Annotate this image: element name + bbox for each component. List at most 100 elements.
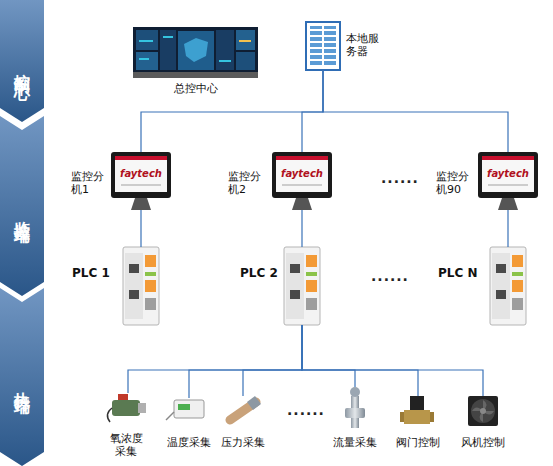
screen-panel <box>136 30 158 50</box>
device-node: 流量采集 <box>342 387 368 428</box>
connector-line <box>302 325 355 387</box>
oxygen-sensor <box>112 400 140 416</box>
screen-map <box>178 31 214 70</box>
plc-terminal <box>145 280 156 292</box>
valve-coil <box>410 396 424 410</box>
node-label: 监控分机90 <box>436 170 472 196</box>
valve-body <box>404 410 430 424</box>
monitor-line <box>488 184 528 186</box>
connector-line <box>323 70 508 152</box>
screen-bar <box>139 58 149 60</box>
plc-port <box>496 290 506 299</box>
sensor-cap <box>138 403 146 413</box>
node-label: 监控分机1 <box>71 170 107 196</box>
plc-body <box>284 247 320 325</box>
screen-desk <box>133 72 258 78</box>
monitor-bezel <box>478 152 538 198</box>
screen-bar <box>219 60 231 62</box>
connector-line <box>507 210 508 247</box>
node-label: 流量采集 <box>327 436 383 449</box>
plc-led <box>145 272 156 276</box>
connector-line <box>301 210 302 247</box>
monitor-bezel <box>272 152 332 198</box>
sensor-plug <box>118 394 128 400</box>
valve-port <box>400 412 404 422</box>
control-center: 总控中心 <box>133 27 258 78</box>
map-shape <box>184 38 208 62</box>
plc-body <box>123 247 159 325</box>
screen-panel <box>136 52 158 70</box>
monitor-line <box>282 184 322 186</box>
plc-panel <box>492 253 510 319</box>
screen-panel <box>236 30 255 50</box>
monitor-node: 监控分机1 <box>111 152 171 210</box>
monitor-band <box>276 156 328 160</box>
chevron-outline <box>0 288 44 466</box>
node-label: 监控分机2 <box>228 170 264 196</box>
ellipsis: ...... <box>366 270 414 283</box>
plc-node: PLC 2 <box>284 247 320 325</box>
plc-led <box>306 272 317 276</box>
plc-led <box>512 272 523 276</box>
screen-bar <box>163 36 173 38</box>
node-label: PLC 2 <box>240 267 286 280</box>
connector-line <box>128 325 302 393</box>
fan-frame <box>468 396 498 426</box>
chevron-outline <box>0 116 44 296</box>
device-node: 风机控制 <box>466 396 500 426</box>
plc-terminal <box>306 255 317 267</box>
brand-logo: faytech <box>117 167 165 180</box>
node-label: 阀门控制 <box>390 436 446 449</box>
connector-line <box>302 70 323 152</box>
device-node: 温度采集 <box>172 398 206 422</box>
monitor-screen <box>276 156 328 192</box>
screen-panel <box>160 30 176 70</box>
tier-chevron: 监控端 <box>0 116 44 296</box>
device-node: 氧浓度采集 <box>108 393 148 425</box>
chevron-outline <box>0 0 44 122</box>
monitor-node: 监控分机90 <box>478 152 538 210</box>
plc-panel <box>286 253 304 319</box>
monitor-band <box>115 156 167 160</box>
plc-port <box>290 290 300 299</box>
connector-line <box>140 210 141 247</box>
brand-logo: faytech <box>278 167 326 180</box>
plc-body <box>490 247 526 325</box>
connector-line <box>141 70 323 152</box>
monitor-bezel <box>111 152 171 198</box>
monitor-screen <box>115 156 167 192</box>
tier-chevron: 执行端 <box>0 288 44 466</box>
server-node: 本地服务器 <box>306 22 340 70</box>
plc-terminal <box>145 298 156 310</box>
monitor-stand <box>292 198 312 210</box>
node-label: PLC 1 <box>72 267 118 280</box>
plc-port <box>290 264 300 273</box>
screen-wall <box>133 27 258 78</box>
monitor-band <box>482 156 534 160</box>
sensor-head <box>250 400 258 406</box>
node-label: 控制中心 <box>13 49 31 73</box>
plc-terminal <box>512 280 523 292</box>
fan-blades <box>472 400 494 422</box>
node-label: 压力采集 <box>215 436 271 449</box>
monitor-node: 监控分机2 <box>272 152 332 210</box>
chevron-shape <box>0 116 44 296</box>
plc-node: PLC N <box>490 247 526 325</box>
node-label: 风机控制 <box>455 436 511 449</box>
plc-port <box>496 264 506 273</box>
node-label: 本地服务器 <box>346 32 382 58</box>
node-label: 氧浓度采集 <box>108 432 144 458</box>
node-label: PLC N <box>438 267 484 280</box>
valve-port <box>430 412 434 422</box>
chevron-shape <box>0 288 44 466</box>
connector-line <box>302 325 483 396</box>
fan-ring <box>471 399 495 423</box>
plc-terminal <box>145 255 156 267</box>
screen-bar <box>139 40 153 42</box>
connector-line <box>243 325 302 396</box>
screen-bar <box>239 40 251 42</box>
plc-panel <box>125 253 143 319</box>
